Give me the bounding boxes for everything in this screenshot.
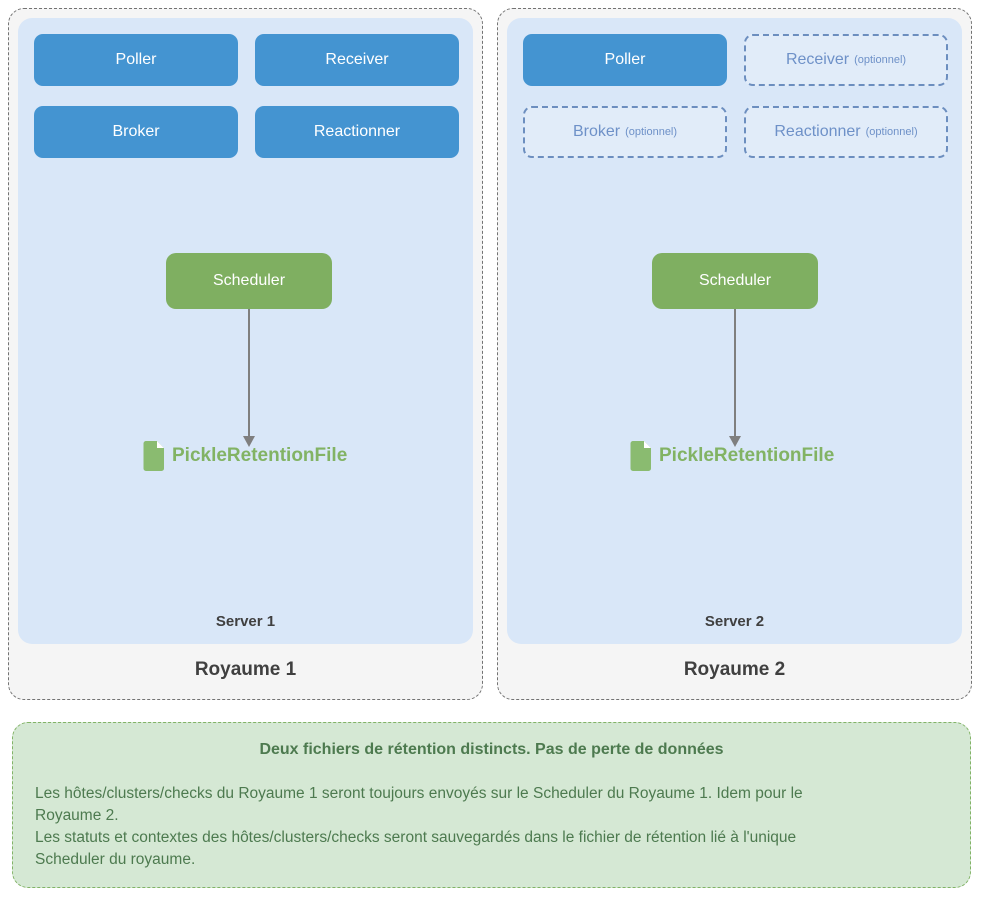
optional-suffix: (optionnel) — [854, 54, 907, 66]
component-receiver-2-optional: Receiver (optionnel) — [744, 34, 948, 86]
note-title: Deux fichiers de rétention distincts. Pa… — [259, 741, 724, 758]
scheduler-box-1: Scheduler — [166, 253, 332, 309]
note-line: Royaume 2. — [35, 807, 119, 824]
royaume-2-label: Royaume 2 — [683, 659, 786, 680]
server-2-label: Server 2 — [704, 613, 765, 630]
scheduler-to-file-arrow-1 — [248, 309, 250, 439]
server-1-label: Server 1 — [215, 613, 276, 630]
component-label: Poller — [604, 51, 646, 68]
file-icon — [630, 441, 651, 471]
scheduler-label: Scheduler — [698, 272, 772, 289]
server-1-panel: Poller Receiver Broker Reactionner Sched… — [18, 18, 473, 644]
component-label: Receiver — [325, 51, 389, 68]
note-box: Deux fichiers de rétention distincts. Pa… — [12, 722, 971, 888]
component-label: Receiver — [785, 51, 850, 68]
scheduler-label: Scheduler — [212, 272, 286, 289]
component-label: Broker — [112, 123, 160, 140]
component-poller-2: Poller — [523, 34, 727, 86]
component-label: Reactionner — [313, 123, 401, 140]
component-receiver-1: Receiver — [255, 34, 459, 86]
component-poller-1: Poller — [34, 34, 238, 86]
realm-1-container: Poller Receiver Broker Reactionner Sched… — [8, 8, 483, 700]
retention-file-label: PickleRetentionFile — [172, 445, 348, 466]
component-label: Broker — [572, 123, 621, 140]
arrow-head-icon — [729, 436, 741, 447]
component-broker-2-optional: Broker (optionnel) — [523, 106, 727, 158]
component-label: Reactionner — [774, 123, 861, 140]
component-broker-1: Broker — [34, 106, 238, 158]
file-icon — [143, 441, 164, 471]
note-body: Les hôtes/clusters/checks du Royaume 1 s… — [35, 783, 948, 871]
realm-2-container: Poller Receiver (optionnel) Broker (opti… — [497, 8, 972, 700]
note-line: Les statuts et contextes des hôtes/clust… — [35, 829, 797, 846]
optional-suffix: (optionnel) — [865, 126, 918, 138]
component-reactionner-1: Reactionner — [255, 106, 459, 158]
arrow-head-icon — [243, 436, 255, 447]
note-line: Scheduler du royaume. — [35, 851, 196, 868]
royaume-1-label: Royaume 1 — [194, 659, 297, 680]
component-reactionner-2-optional: Reactionner (optionnel) — [744, 106, 948, 158]
component-label: Poller — [115, 51, 157, 68]
retention-file-1: PickleRetentionFile — [142, 440, 347, 472]
scheduler-box-2: Scheduler — [652, 253, 818, 309]
optional-suffix: (optionnel) — [625, 126, 678, 138]
scheduler-to-file-arrow-2 — [734, 309, 736, 439]
retention-file-2: PickleRetentionFile — [629, 440, 834, 472]
retention-file-label: PickleRetentionFile — [659, 445, 835, 466]
note-line: Les hôtes/clusters/checks du Royaume 1 s… — [35, 785, 803, 802]
server-2-panel: Poller Receiver (optionnel) Broker (opti… — [507, 18, 962, 644]
